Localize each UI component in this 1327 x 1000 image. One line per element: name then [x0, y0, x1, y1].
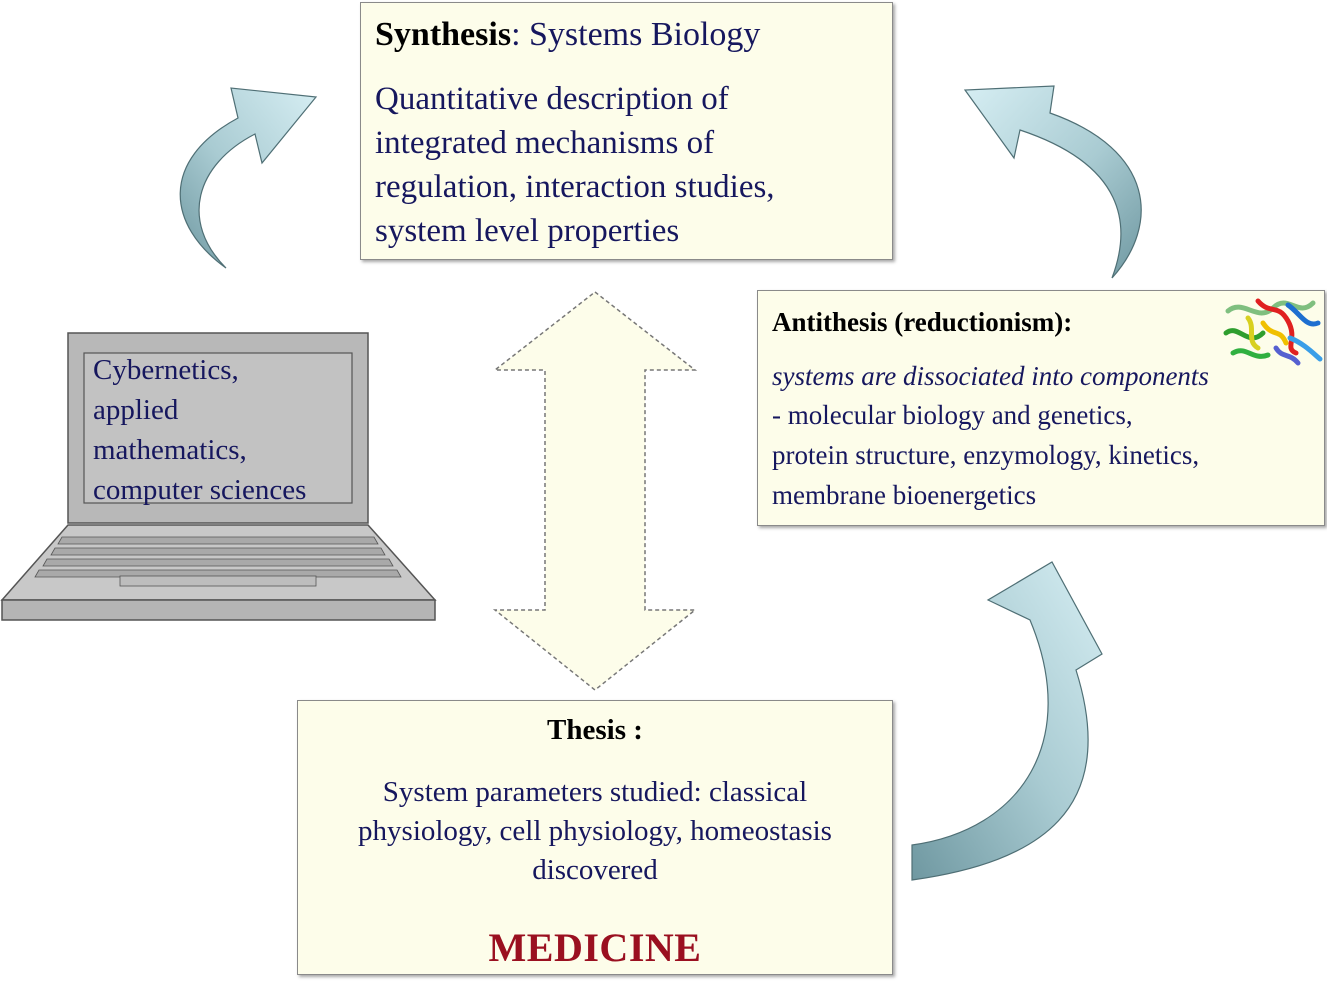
synthesis-title-rest: : Systems Biology: [511, 16, 761, 53]
curved-arrow-thesis-to-antithesis: [911, 561, 1103, 881]
laptop-touchpad: [119, 575, 317, 587]
thesis-line: discovered: [532, 854, 658, 886]
synthesis-line: regulation, interaction studies,: [375, 169, 775, 205]
laptop-screen: [83, 352, 353, 504]
synthesis-line: system level properties: [375, 213, 680, 249]
laptop-icon: [0, 332, 437, 621]
synthesis-body: Quantitative description of integrated m…: [375, 77, 878, 253]
antithesis-title: Antithesis (reductionism):: [772, 307, 1073, 337]
laptop-line: computer sciences: [93, 474, 307, 506]
thesis-body: System parameters studied: classical phy…: [312, 773, 878, 890]
curved-arrow-laptop-to-synthesis: [179, 87, 318, 269]
laptop-line: applied: [93, 394, 179, 426]
laptop-base-front: [1, 599, 436, 621]
synthesis-title-bold: Synthesis: [375, 16, 512, 53]
synthesis-line: Quantitative description of: [375, 81, 729, 117]
curved-arrow-antithesis-to-synthesis: [963, 85, 1142, 279]
protein-structure-image: [1223, 298, 1323, 366]
thesis-box: Thesis : System parameters studied: clas…: [297, 700, 893, 975]
antithesis-line: membrane bioenergetics: [772, 480, 1037, 510]
antithesis-italic-line: systems are dissociated into components: [772, 361, 1209, 391]
double-headed-arrow: [492, 291, 698, 691]
thesis-line: physiology, cell physiology, homeostasis: [358, 815, 832, 847]
medicine-label: MEDICINE: [488, 925, 702, 970]
thesis-line: System parameters studied: classical: [382, 776, 808, 808]
antithesis-body: - molecular biology and genetics, protei…: [772, 395, 1310, 515]
synthesis-line: integrated mechanisms of: [375, 125, 715, 161]
antithesis-line: - molecular biology and genetics,: [772, 400, 1133, 430]
antithesis-line: protein structure, enzymology, kinetics,: [772, 440, 1200, 470]
synthesis-title: Synthesis: Systems Biology: [375, 15, 878, 55]
laptop-line: mathematics,: [93, 434, 247, 466]
laptop-line: Cybernetics,: [93, 354, 239, 386]
laptop-screen-text: Cybernetics, applied mathematics, comput…: [93, 350, 353, 510]
thesis-title: Thesis :: [547, 714, 643, 746]
synthesis-box: Synthesis: Systems Biology Quantitative …: [360, 2, 893, 260]
